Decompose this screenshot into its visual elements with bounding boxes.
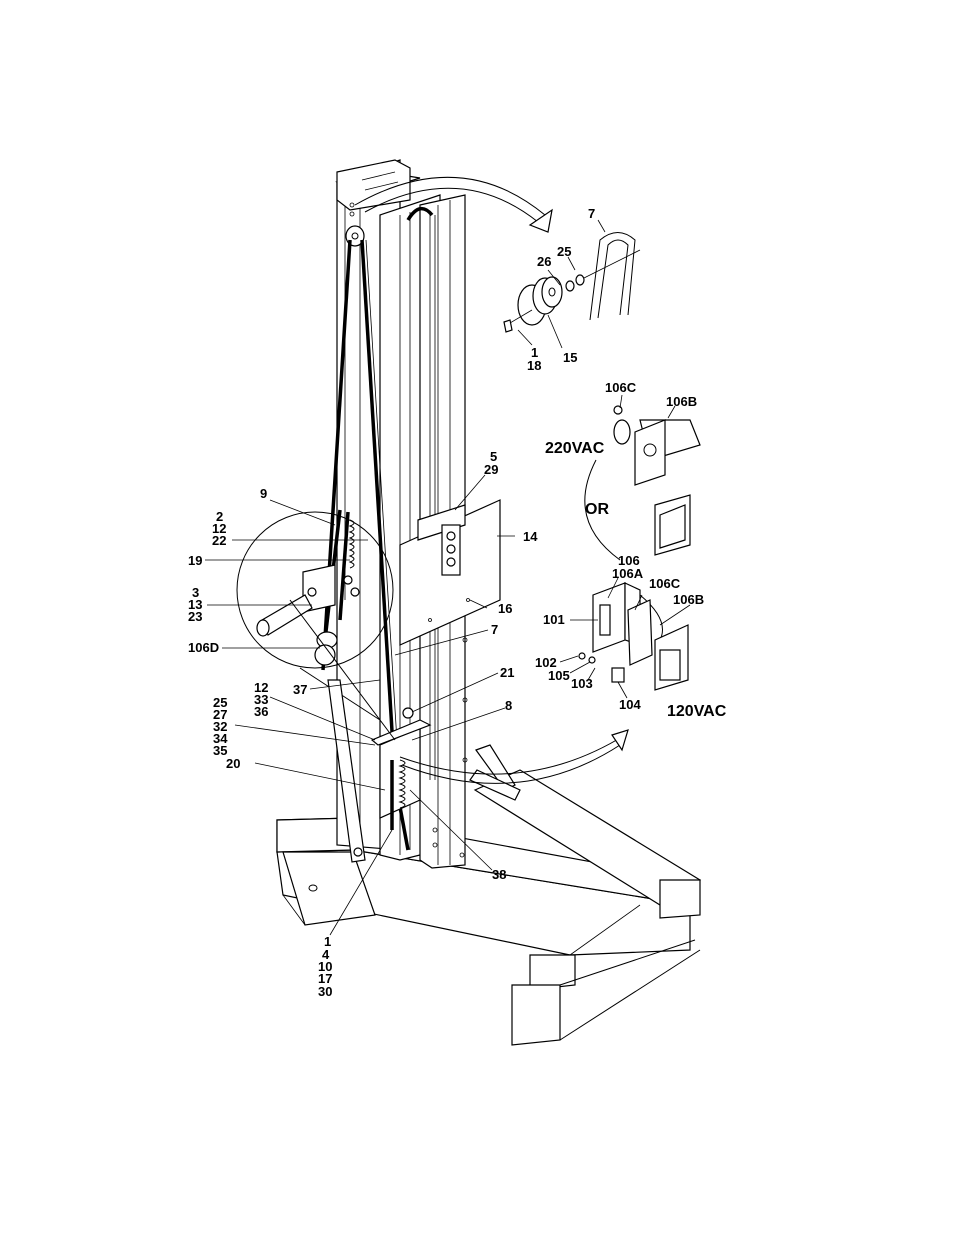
label-106C-top: 106C xyxy=(605,380,637,395)
label-36: 36 xyxy=(254,704,268,719)
label-32: 32 xyxy=(213,719,227,734)
label-10: 10 xyxy=(318,959,332,974)
leader-lines xyxy=(205,219,691,936)
label-106D: 106D xyxy=(188,640,219,655)
label-29: 29 xyxy=(484,462,498,477)
label-106C-bottom: 106C xyxy=(649,576,681,591)
label-25-top: 25 xyxy=(557,244,571,259)
label-27: 27 xyxy=(213,707,227,722)
or-arc xyxy=(584,459,621,561)
label-26: 26 xyxy=(537,254,551,269)
label-20: 20 xyxy=(226,756,240,771)
label-35: 35 xyxy=(213,743,227,758)
label-5: 5 xyxy=(490,449,497,464)
label-14: 14 xyxy=(523,529,538,544)
label-12-top: 12 xyxy=(212,521,226,536)
label-12-bottom: 12 xyxy=(254,680,268,695)
callout-labels: 7 25 26 1 18 15 106C 106B 220VAC OR 5 29… xyxy=(188,206,727,999)
label-22: 22 xyxy=(212,533,226,548)
label-120vac: 120VAC xyxy=(667,703,727,720)
label-1-bottom: 1 xyxy=(324,934,331,949)
label-21: 21 xyxy=(500,665,514,680)
label-1-top: 1 xyxy=(531,345,538,360)
label-34: 34 xyxy=(213,731,228,746)
lower-carriage xyxy=(370,707,432,830)
top-arrow xyxy=(354,176,553,233)
label-23: 23 xyxy=(188,609,202,624)
label-106: 106 xyxy=(618,553,640,568)
label-7-mid: 7 xyxy=(491,622,498,637)
label-19: 19 xyxy=(188,553,202,568)
label-7-top: 7 xyxy=(588,206,595,221)
label-37: 37 xyxy=(293,682,307,697)
label-2: 2 xyxy=(216,509,223,524)
label-15: 15 xyxy=(563,350,577,365)
label-16: 16 xyxy=(498,601,512,616)
bottom-arrow xyxy=(399,729,629,784)
label-3: 3 xyxy=(192,585,199,600)
label-17: 17 xyxy=(318,971,332,986)
label-or: OR xyxy=(585,501,609,518)
label-30: 30 xyxy=(318,984,332,999)
carriage-plate xyxy=(399,499,501,646)
label-220vac: 220VAC xyxy=(545,440,605,457)
left-strut xyxy=(327,679,366,863)
label-101: 101 xyxy=(543,612,565,627)
receptacle-120 xyxy=(578,494,691,691)
label-104: 104 xyxy=(619,697,641,712)
label-8: 8 xyxy=(505,698,512,713)
label-106B-bottom: 106B xyxy=(673,592,704,607)
label-18: 18 xyxy=(527,358,541,373)
label-13: 13 xyxy=(188,597,202,612)
label-33: 33 xyxy=(254,692,268,707)
label-103: 103 xyxy=(571,676,593,691)
label-38: 38 xyxy=(492,867,506,882)
label-25-bottom: 25 xyxy=(213,695,227,710)
label-106B-top: 106B xyxy=(666,394,697,409)
label-4: 4 xyxy=(322,947,330,962)
label-102: 102 xyxy=(535,655,557,670)
label-106A: 106A xyxy=(612,566,644,581)
receptacle-220 xyxy=(613,405,701,486)
label-9: 9 xyxy=(260,486,267,501)
sheave-detail xyxy=(503,232,641,333)
label-105: 105 xyxy=(548,668,570,683)
